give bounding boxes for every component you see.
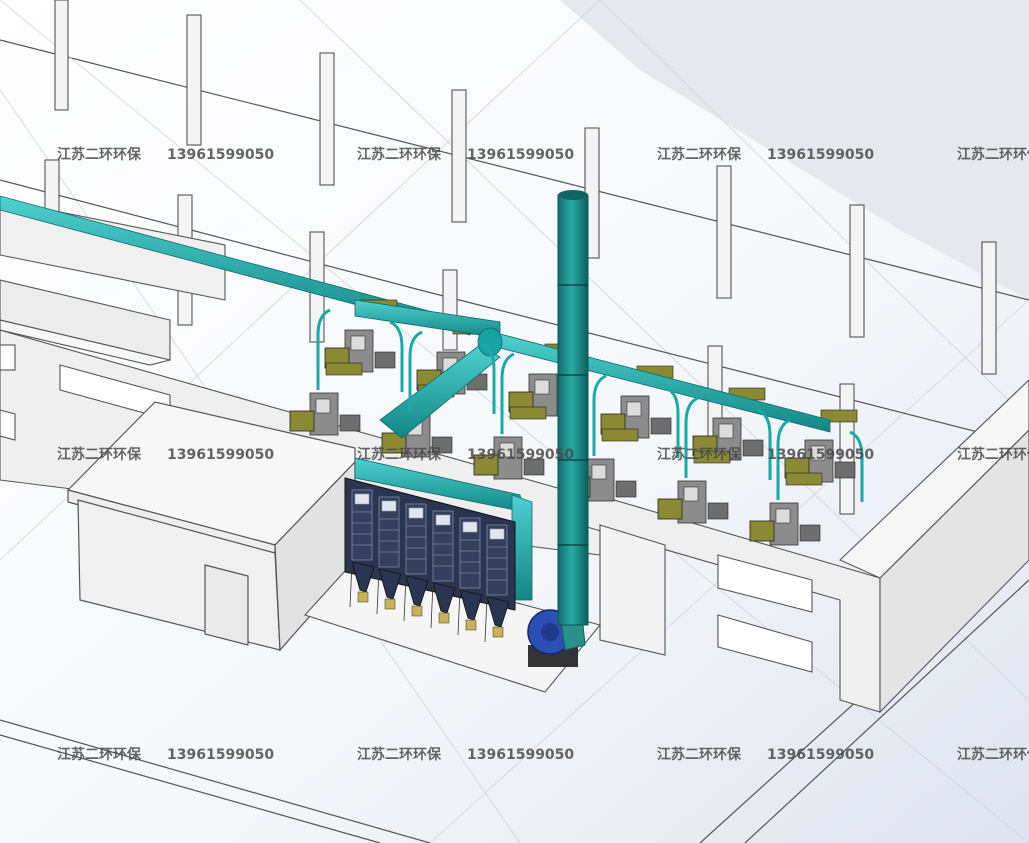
watermark-phone: 13961599050 — [467, 447, 575, 463]
dust-bin — [492, 626, 504, 638]
watermark-phone: 13961599050 — [167, 147, 275, 163]
watermark-company: 江苏二环环保 — [657, 747, 741, 763]
drop-pipe — [500, 352, 515, 434]
watermark: 江苏二环环保 13961599050 — [657, 144, 874, 164]
watermark: 江苏二环环保 13961599050 — [357, 744, 574, 764]
watermark-phone: 13961599050 — [467, 747, 575, 763]
watermark-phone: 13961599050 — [767, 747, 875, 763]
drop-pipes — [316, 308, 864, 502]
drop-pipe — [684, 396, 699, 478]
dust-bin — [357, 591, 369, 603]
watermark-phone: 13961599050 — [767, 447, 875, 463]
watermark-company: 江苏二环环保 — [57, 147, 141, 163]
drop-pipe — [316, 308, 331, 390]
wall-right — [579, 379, 1029, 714]
collector-pad — [304, 559, 601, 693]
machine — [749, 472, 823, 546]
service-building — [66, 401, 356, 652]
collector-inlet-duct — [354, 457, 533, 601]
watermark-company: 江苏二环环保 — [657, 447, 741, 463]
watermark-company: 江苏二环环保 — [357, 147, 441, 163]
watermark-company: 江苏二环环保 — [357, 447, 441, 463]
filter-module — [486, 524, 508, 596]
bag-collector — [344, 477, 516, 643]
machine — [784, 409, 858, 483]
watermark: 江苏二环环保 13961599050 — [57, 744, 274, 764]
drop-pipe — [665, 386, 680, 458]
drop-pipe — [481, 342, 496, 414]
module-door — [489, 528, 505, 540]
drop-pipe — [849, 430, 864, 502]
watermark-phone: 13961599050 — [767, 147, 875, 163]
watermark-company: 江苏二环环保 — [957, 747, 1029, 763]
watermark-company: 江苏二环环保 — [957, 447, 1029, 463]
machine — [289, 362, 363, 436]
watermark: 江苏二环环保 13961599050 — [357, 444, 574, 464]
watermark: 江苏二环环保 13961599050 — [357, 144, 574, 164]
drop-pipe — [776, 418, 791, 500]
watermark: 江苏二环环保 13961599050 — [657, 444, 874, 464]
module-door — [354, 493, 370, 505]
drop-pipe — [757, 408, 772, 480]
drop-pipe — [389, 320, 404, 392]
filter-module — [459, 517, 481, 589]
dust-bin — [438, 612, 450, 624]
dust-bin — [465, 619, 477, 631]
drop-pipe — [408, 330, 423, 412]
module-door — [408, 507, 424, 519]
watermark-company: 江苏二环环保 — [57, 447, 141, 463]
far-wall — [560, 0, 1029, 300]
watermark-company: 江苏二环环保 — [57, 747, 141, 763]
machine — [657, 450, 731, 524]
watermark-phone: 13961599050 — [467, 147, 575, 163]
filter-module — [378, 496, 400, 568]
filter-module — [432, 510, 454, 582]
dust-bin — [384, 598, 396, 610]
main-duct — [0, 195, 471, 336]
watermark-phone: 13961599050 — [167, 747, 275, 763]
exhaust-stack — [557, 190, 589, 626]
filter-module — [351, 489, 373, 561]
watermark: 江苏二环环保 13961599050 — [657, 744, 874, 764]
watermark-company: 江苏二环环保 — [957, 147, 1029, 163]
watermark-company: 江苏二环环保 — [657, 147, 741, 163]
machine — [473, 406, 547, 480]
watermark-company: 江苏二环环保 — [357, 747, 441, 763]
module-door — [435, 514, 451, 526]
filter-module — [405, 503, 427, 575]
watermark-phone: 13961599050 — [167, 447, 275, 463]
module-door — [462, 521, 478, 533]
dust-bin — [411, 605, 423, 617]
watermark: 江苏二环环保 13961599050 — [57, 444, 274, 464]
watermark: 江苏二环环保 13961599050 — [57, 144, 274, 164]
drop-pipe — [592, 374, 607, 456]
module-door — [381, 500, 397, 512]
